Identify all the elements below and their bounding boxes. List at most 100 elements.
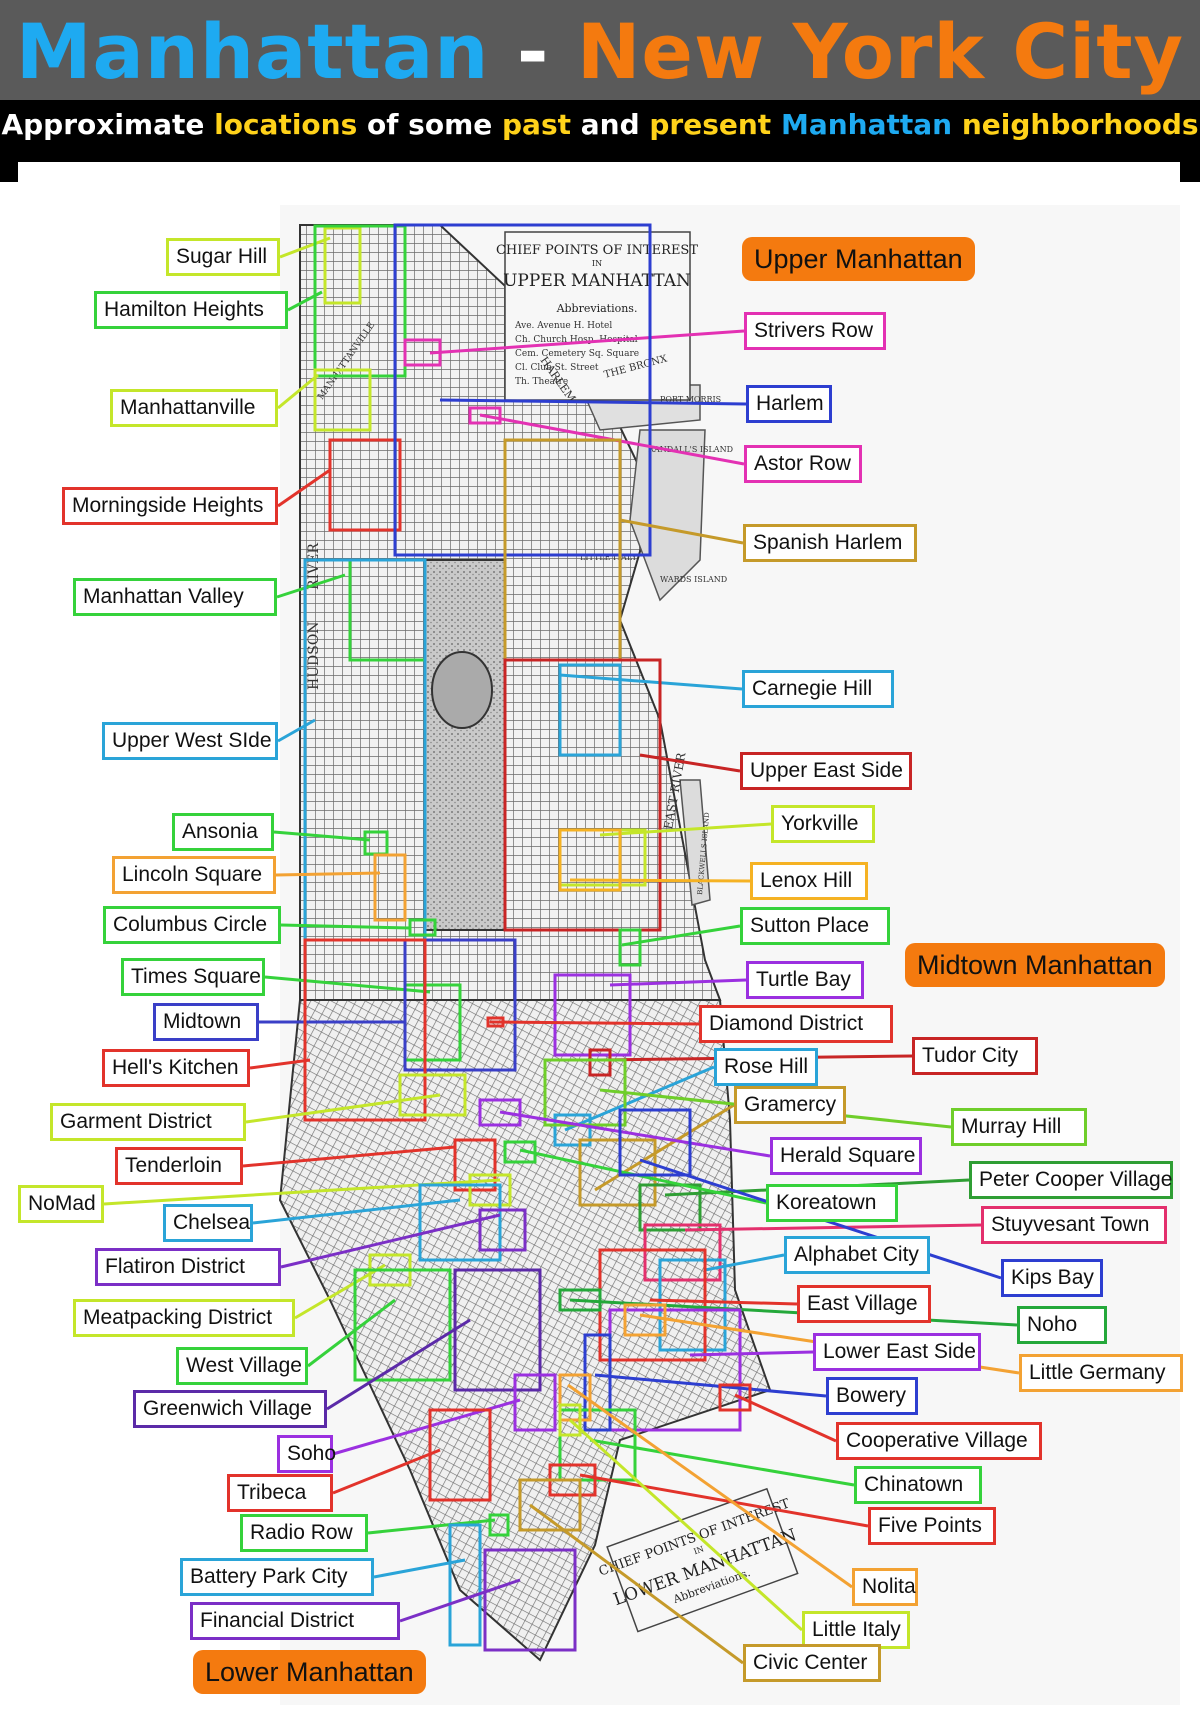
subtitle-word: and (580, 108, 650, 141)
abbrev-row: Th. Theatre (515, 377, 568, 387)
leader-line-battery-park-city (373, 1558, 466, 1579)
leader-line-turtle-bay (609, 978, 747, 987)
label-nolita: Nolita (852, 1568, 918, 1606)
label-murray-hill: Murray Hill (951, 1108, 1087, 1146)
leader-line-lincoln-square (275, 871, 381, 877)
boundary-hells-kitchen (303, 938, 427, 1122)
label-columbus-circle: Columbus Circle (103, 906, 281, 944)
leader-line-strivers-row (429, 329, 745, 355)
label-upper-east-side: Upper East Side (740, 752, 912, 790)
upper-map-title-1: CHIEF POINTS OF INTEREST (496, 243, 698, 258)
leader-line-times-square (264, 975, 431, 994)
leader-line-rose-hill (564, 1065, 715, 1132)
boundary-gramercy (578, 1138, 657, 1207)
upper-map-abbrev: Abbreviations. (556, 302, 638, 315)
boundary-astor-row (468, 406, 502, 425)
subtitle-word: Approximate (1, 108, 215, 141)
boundary-upper-east-side (503, 658, 662, 932)
boundary-harlem (393, 223, 652, 557)
leader-line-upper-west-side (277, 718, 316, 743)
boundary-carnegie-hill (558, 663, 622, 757)
label-five-points: Five Points (868, 1507, 996, 1545)
boundary-flatiron-district (478, 1208, 527, 1252)
subtitle-word: of some (367, 108, 502, 141)
leader-line-little-italy (568, 1418, 804, 1632)
leader-line-manhattanville (277, 373, 319, 410)
label-peter-cooper-village: Peter Cooper Village (969, 1161, 1173, 1199)
abbrev-row: Ch. Church Hosp. Hospital (515, 335, 638, 345)
label-sugar-hill: Sugar Hill (166, 238, 280, 276)
leader-line-chinatown (589, 1438, 855, 1487)
map-text-little-italy: LITTLE ITALY (580, 553, 638, 562)
subtitle-rule (18, 162, 1180, 182)
label-cooperative-village: Cooperative Village (836, 1422, 1042, 1460)
boundary-chinatown (558, 1408, 637, 1482)
label-nomad: NoMad (18, 1185, 104, 1223)
leader-line-five-points (579, 1473, 869, 1528)
boundary-lincoln-square (373, 853, 407, 922)
label-yorkville: Yorkville (771, 805, 875, 843)
leader-line-spanish-harlem (619, 518, 744, 545)
label-soho: Soho (277, 1435, 336, 1473)
label-manhattanville: Manhattanville (110, 389, 278, 427)
subtitle-word: present (649, 108, 781, 141)
boundary-chelsea (418, 1183, 502, 1262)
boundary-garment-district (398, 1073, 467, 1117)
label-kips-bay: Kips Bay (1001, 1259, 1103, 1297)
label-civic-center: Civic Center (743, 1644, 881, 1682)
label-hamilton-heights: Hamilton Heights (94, 291, 288, 329)
boundary-herald-square (478, 1098, 522, 1127)
leader-line-upper-east-side (639, 753, 741, 773)
map-text-port-morris: PORT MORRIS (660, 395, 721, 404)
label-greenwich-village: Greenwich Village (133, 1390, 327, 1428)
blackwells-island (679, 779, 711, 906)
page-title: Manhattan - New York City (0, 2, 1200, 102)
label-astor-row: Astor Row (744, 445, 862, 483)
label-battery-park-city: Battery Park City (180, 1558, 374, 1596)
label-upper-west-side: Upper West SIde (102, 722, 278, 760)
title-separator: - (489, 7, 577, 96)
label-ansonia: Ansonia (172, 813, 274, 851)
leader-line-hells-kitchen (249, 1058, 311, 1070)
label-financial-district: Financial District (190, 1602, 400, 1640)
reservoir (431, 651, 493, 729)
label-flatiron-district: Flatiron District (95, 1248, 281, 1286)
leader-line-manhattan-valley (276, 573, 346, 599)
label-tudor-city: Tudor City (912, 1037, 1038, 1075)
boundary-civic-center (518, 1478, 582, 1532)
label-rose-hill: Rose Hill (714, 1048, 818, 1086)
leader-line-lenox-hill (569, 878, 751, 883)
subtitle-word: past (502, 108, 581, 141)
map-text-randalls-island: RANDALL'S ISLAND (648, 445, 733, 454)
label-meatpacking-district: Meatpacking District (73, 1299, 295, 1337)
label-west-village: West Village (176, 1347, 308, 1385)
leader-line-tenderloin (242, 1145, 456, 1168)
lower-manhattan-island (278, 999, 772, 1662)
leader-line-nolita (567, 1383, 853, 1589)
boundary-west-village (353, 1268, 452, 1382)
boundary-battery-park-city (448, 1523, 482, 1647)
label-radio-row: Radio Row (240, 1514, 368, 1552)
leader-line-cooperative-village (734, 1393, 837, 1443)
title-nyc: New York City (576, 7, 1185, 96)
boundary-cooperative-village (718, 1383, 752, 1412)
title-bar (0, 0, 1200, 100)
leader-line-greenwich-village (326, 1318, 471, 1411)
abbrev-row: Cem. Cemetery Sq. Square (515, 349, 639, 359)
leader-line-hamilton-heights (287, 290, 323, 312)
label-spanish-harlem: Spanish Harlem (743, 524, 917, 562)
boundary-hamilton-heights (313, 224, 407, 378)
leader-line-columbus-circle (280, 923, 411, 930)
label-herald-square: Herald Square (770, 1137, 922, 1175)
subtitle-word: neighborhoods (961, 108, 1199, 141)
label-lower-east-side: Lower East Side (813, 1333, 981, 1371)
leader-line-diamond-district (489, 1020, 700, 1026)
leader-line-gramercy (594, 1103, 735, 1192)
label-noho: Noho (1017, 1306, 1107, 1344)
abbrev-row: Ave. Avenue H. Hotel (514, 321, 612, 331)
label-carnegie-hill: Carnegie Hill (742, 670, 894, 708)
label-alphabet-city: Alphabet City (784, 1236, 930, 1274)
boundary-tenderloin (453, 1138, 497, 1192)
label-garment-district: Garment District (50, 1103, 246, 1141)
leader-line-financial-district (399, 1578, 521, 1623)
